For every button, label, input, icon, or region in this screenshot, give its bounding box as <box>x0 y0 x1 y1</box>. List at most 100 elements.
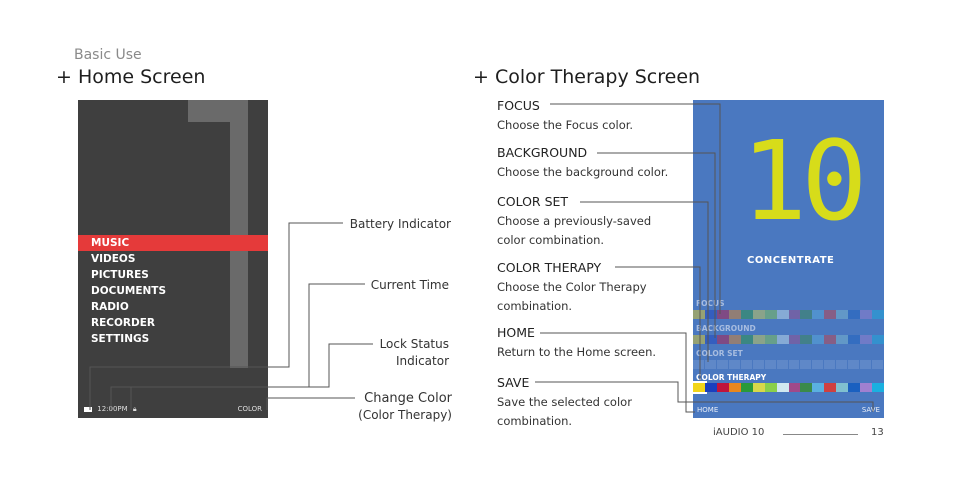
color-swatch[interactable] <box>740 335 753 344</box>
change-color-title: Change Color <box>364 391 452 406</box>
lock-leader <box>130 343 373 410</box>
color-swatch[interactable] <box>764 383 777 392</box>
color-swatch[interactable] <box>800 335 813 344</box>
color-swatch[interactable] <box>728 360 741 369</box>
focus-leader <box>550 103 721 314</box>
color-swatch[interactable] <box>800 360 813 369</box>
color-swatch[interactable] <box>693 335 705 344</box>
menu-item-pictures[interactable]: PICTURES <box>91 269 149 281</box>
color-swatch[interactable] <box>800 383 813 392</box>
color-swatch[interactable] <box>693 381 707 394</box>
color-swatch[interactable] <box>836 310 849 319</box>
color-swatch[interactable] <box>776 360 789 369</box>
therapy-leader <box>615 266 701 380</box>
color-swatch[interactable] <box>704 360 717 369</box>
battery-icon <box>84 406 92 412</box>
color-therapy-desc: Choose the Color Therapy combination. <box>497 280 647 313</box>
color-swatch[interactable] <box>812 335 825 344</box>
background-swatch-row[interactable] <box>693 335 884 344</box>
color-swatch[interactable] <box>693 360 705 369</box>
home-screen-heading: + Home Screen <box>56 66 206 88</box>
color-swatch[interactable] <box>704 383 717 392</box>
save-softkey[interactable]: SAVE <box>861 406 880 414</box>
background-row-label: BACKGROUND <box>696 324 756 333</box>
color-swatch[interactable] <box>776 335 789 344</box>
color-swatch[interactable] <box>788 383 801 392</box>
color-swatch[interactable] <box>788 360 801 369</box>
color-swatch[interactable] <box>716 360 729 369</box>
color-swatch[interactable] <box>693 310 705 319</box>
menu-item-settings[interactable]: SETTINGS <box>91 333 150 345</box>
home-screen-mockup: MUSIC VIDEOS PICTURES DOCUMENTS RADIO RE… <box>78 100 268 418</box>
color-swatch[interactable] <box>728 383 741 392</box>
color-swatch[interactable] <box>812 360 825 369</box>
big-number: 10 <box>741 117 867 245</box>
home-softkey[interactable]: HOME <box>697 406 719 414</box>
color-swatch[interactable] <box>848 360 861 369</box>
color-swatch[interactable] <box>704 335 717 344</box>
number-one-graphic-stem <box>230 100 248 368</box>
save-title: SAVE <box>497 375 530 390</box>
color-swatch[interactable] <box>824 310 837 319</box>
color-set-title: COLOR SET <box>497 194 569 209</box>
menu-item-videos[interactable]: VIDEOS <box>91 253 136 265</box>
color-swatch[interactable] <box>716 335 729 344</box>
color-swatch[interactable] <box>728 310 741 319</box>
color-swatch[interactable] <box>812 310 825 319</box>
change-color-label: Change Color (Color Therapy) <box>358 390 452 424</box>
color-swatch[interactable] <box>704 310 717 319</box>
color-swatch[interactable] <box>752 310 765 319</box>
color-swatch[interactable] <box>872 360 884 369</box>
color-swatch[interactable] <box>860 360 873 369</box>
color-swatch[interactable] <box>836 383 849 392</box>
menu-item-documents[interactable]: DOCUMENTS <box>91 285 167 297</box>
focus-row-label: FOCUS <box>696 299 725 308</box>
change-color-sub: (Color Therapy) <box>358 408 452 422</box>
color-swatch[interactable] <box>824 335 837 344</box>
color-swatch[interactable] <box>848 310 861 319</box>
color-swatch[interactable] <box>740 383 753 392</box>
status-change-color[interactable]: COLOR <box>237 405 262 413</box>
menu-item-radio[interactable]: RADIO <box>91 301 129 313</box>
color-swatch[interactable] <box>800 310 813 319</box>
color-swatch[interactable] <box>872 335 884 344</box>
focus-title: FOCUS <box>497 98 540 113</box>
color-swatch[interactable] <box>776 383 789 392</box>
mood-label: CONCENTRATE <box>747 255 835 266</box>
color-swatch[interactable] <box>716 310 729 319</box>
color-swatch[interactable] <box>728 335 741 344</box>
color-set-swatch-row[interactable] <box>693 360 884 369</box>
color-swatch[interactable] <box>788 310 801 319</box>
color-swatch[interactable] <box>812 383 825 392</box>
color-swatch[interactable] <box>824 383 837 392</box>
color-swatch[interactable] <box>824 360 837 369</box>
menu-item-recorder[interactable]: RECORDER <box>91 317 155 329</box>
color-swatch[interactable] <box>764 335 777 344</box>
lock-status-label: Lock Status Indicator <box>380 336 449 370</box>
menu-item-music[interactable]: MUSIC <box>78 235 268 251</box>
color-swatch[interactable] <box>872 383 884 392</box>
color-swatch[interactable] <box>860 310 873 319</box>
color-swatch[interactable] <box>776 310 789 319</box>
color-swatch[interactable] <box>740 310 753 319</box>
color-swatch[interactable] <box>764 310 777 319</box>
color-swatch[interactable] <box>788 335 801 344</box>
color-swatch[interactable] <box>860 383 873 392</box>
color-therapy-swatch-row[interactable] <box>693 381 884 394</box>
focus-swatch-row[interactable] <box>693 310 884 319</box>
color-swatch[interactable] <box>752 360 765 369</box>
color-swatch[interactable] <box>836 360 849 369</box>
color-therapy-mockup: 10 CONCENTRATE FOCUS BACKGROUND COLOR SE… <box>693 100 884 418</box>
color-swatch[interactable] <box>716 383 729 392</box>
color-swatch[interactable] <box>848 383 861 392</box>
color-swatch[interactable] <box>848 335 861 344</box>
color-swatch[interactable] <box>752 383 765 392</box>
color-swatch[interactable] <box>764 360 777 369</box>
color-swatch[interactable] <box>752 335 765 344</box>
save-item: SAVE Save the selected color combination… <box>497 375 657 429</box>
color-swatch[interactable] <box>860 335 873 344</box>
color-swatch[interactable] <box>872 310 884 319</box>
color-swatch[interactable] <box>836 335 849 344</box>
color-swatch[interactable] <box>740 360 753 369</box>
time-leader <box>110 283 365 410</box>
